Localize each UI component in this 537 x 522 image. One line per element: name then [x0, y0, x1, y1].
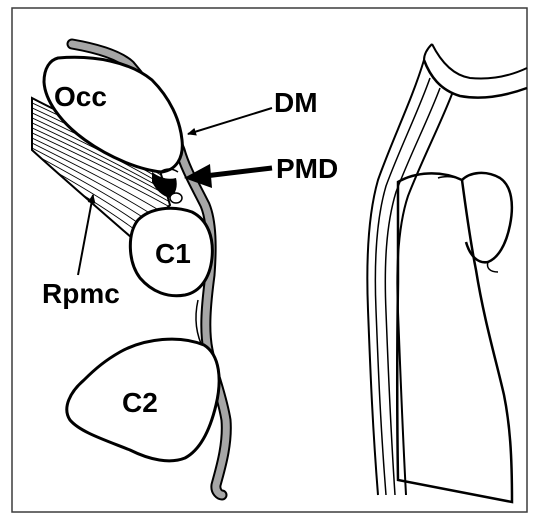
label-c2: C2 — [122, 387, 158, 418]
rpmc-arrow — [78, 195, 93, 275]
label-occ: Occ — [54, 81, 107, 112]
label-pmd: PMD — [276, 153, 338, 184]
label-c1: C1 — [155, 238, 191, 269]
dm-arrow — [188, 108, 272, 134]
label-rpmc: Rpmc — [42, 278, 120, 309]
right-panel-outline — [367, 44, 527, 502]
label-dm: DM — [274, 87, 318, 118]
